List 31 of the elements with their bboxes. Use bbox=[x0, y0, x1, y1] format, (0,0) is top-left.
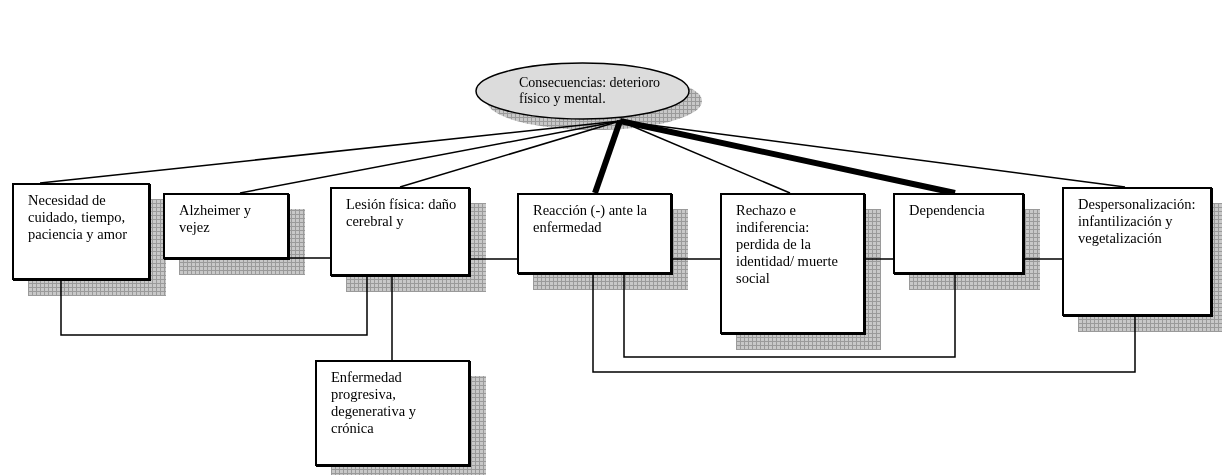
concept-box bbox=[720, 193, 865, 334]
connector-line bbox=[671, 258, 721, 260]
connector-line bbox=[619, 120, 1126, 188]
concept-box bbox=[517, 193, 672, 274]
node-text: Reacción (-) ante la enfermedad bbox=[533, 202, 648, 236]
connector-line bbox=[619, 118, 956, 196]
node-text: Alzheimer y vejez bbox=[179, 202, 253, 236]
concept-box bbox=[330, 187, 470, 276]
connector-line bbox=[399, 120, 621, 188]
concept-box bbox=[893, 193, 1024, 274]
ellipse-node bbox=[475, 62, 690, 120]
connector-line bbox=[592, 273, 1136, 373]
connector-line bbox=[391, 275, 393, 361]
connector-line bbox=[469, 258, 518, 260]
concept-box bbox=[12, 183, 150, 280]
connector-line bbox=[60, 275, 368, 336]
concept-box bbox=[163, 193, 289, 259]
connector-line bbox=[592, 120, 623, 194]
connector-line bbox=[1023, 258, 1063, 260]
concept-box bbox=[1062, 187, 1212, 316]
node-text: Enfermedad progresiva, degenerativa y crónica bbox=[331, 369, 417, 437]
node-text: Lesión física: daño cerebral y bbox=[346, 196, 458, 230]
node-text: Rechazo e indiferencia: perdida de la identidad/ muerte social bbox=[736, 202, 839, 287]
node-text: Consecuencias: deterioro físico y mental. bbox=[519, 75, 662, 107]
connector-line bbox=[623, 273, 956, 358]
node-text: Despersonalización: infantilización y vegetalización bbox=[1078, 196, 1197, 247]
concept-box bbox=[315, 360, 470, 466]
node-text: Dependencia bbox=[909, 202, 986, 219]
connector-line bbox=[288, 257, 331, 259]
connector-line bbox=[864, 258, 894, 260]
node-text: Necesidad de cuidado, tiempo, paciencia y amor bbox=[28, 192, 129, 243]
